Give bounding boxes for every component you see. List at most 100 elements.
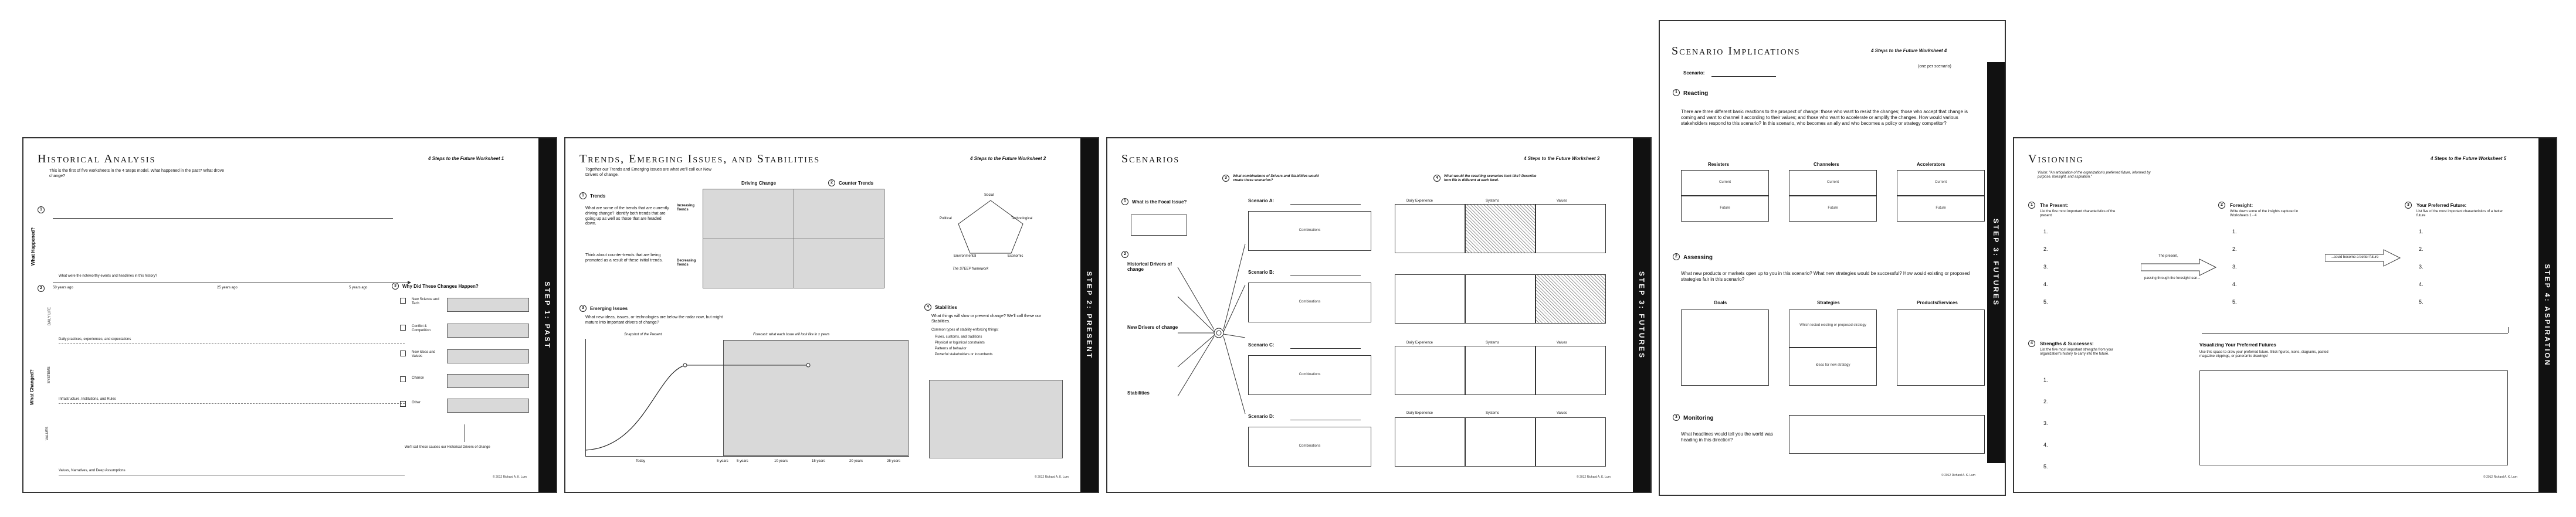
ws4-goals-field[interactable] [1681,309,1769,386]
ws5-strengths-2[interactable]: 2. [2043,399,2048,404]
ws5-preferred-3[interactable]: 3. [2419,264,2424,270]
ws5-present-4[interactable]: 4. [2043,281,2048,287]
ws3-b-systems[interactable] [1465,274,1536,324]
ws3-focal-label: What is the Focal Issue? [1132,199,1187,205]
ws3-d-values[interactable] [1536,417,1606,467]
ws3-d-daily[interactable] [1395,417,1465,467]
ws4-accelerators-future[interactable] [1897,196,1985,222]
ws3-c-values[interactable] [1536,346,1606,395]
ws3-a-daily[interactable] [1395,204,1465,253]
ws3-combos-d[interactable] [1248,427,1371,467]
ws3-combos-c[interactable] [1248,355,1371,395]
ws4-subtitle: 4 Steps to the Future Worksheet 4 [1871,48,1947,53]
ws5-foresight-list[interactable]: 1. 2. 3. 4. 5. [2232,223,2237,311]
ws5-foresight-3[interactable]: 3. [2232,264,2237,270]
ws4-strategies-existing[interactable] [1789,309,1877,348]
ws5-foresight-2[interactable]: 2. [2232,246,2237,252]
ws4-strategies-new[interactable] [1789,348,1877,386]
ws4-reacting-text: There are three different basic reaction… [1681,109,1968,126]
ws3-combos-a[interactable] [1248,211,1371,251]
ws5-foresight-4[interactable]: 4. [2232,281,2237,287]
ws4-monitoring-field[interactable] [1789,415,1985,454]
ws4-resisters-current[interactable] [1681,170,1769,196]
ws5-strengths-4[interactable]: 4. [2043,442,2048,448]
ws1-driver-checkbox-2[interactable] [400,351,406,356]
ws5-preferred-2[interactable]: 2. [2419,246,2424,252]
ws4-strategies-existing-label: Which tested existing or proposed strate… [1799,324,1866,327]
ws1-driver-checkbox-0[interactable] [400,298,406,304]
ws3-stabilities: Stabilities [1127,390,1150,396]
ws5-foresight-5[interactable]: 5. [2232,299,2237,305]
ws3-c-systems[interactable] [1465,346,1536,395]
ws2-stabilities-field[interactable] [929,380,1063,458]
ws1-driver-checkbox-3[interactable] [400,376,406,382]
ws4-scenario-line[interactable] [1711,76,1776,77]
ws1-step-label: STEP 1: PAST [543,281,551,349]
ws4-assessing-text: What new products or markets open up to … [1681,271,1970,282]
ws4-goals: Goals [1714,300,1727,305]
ws3-b-values[interactable] [1536,274,1606,324]
ws2-driving-change: Driving Change [741,181,777,186]
ws5-drawing-area[interactable] [2199,370,2508,465]
ws2-x-today: Today [636,460,646,463]
ws5-present-5[interactable]: 5. [2043,299,2048,305]
ws3-d-systems[interactable] [1465,417,1536,467]
ws3-a-systems[interactable] [1465,204,1536,253]
ws1-driver-field-1[interactable] [447,324,529,338]
ws1-driver-field-2[interactable] [447,349,529,363]
ws2-stabilities-label: Stabilities [935,305,957,310]
ws3-a-values[interactable] [1536,204,1606,253]
ws1-subtitle: 4 Steps to the Future Worksheet 1 [428,156,504,161]
ws2-emerging-label: Emerging Issues [590,306,628,311]
ws5-foresight-q: Write down some of the insights captured… [2230,210,2299,218]
ws5-strengths-3[interactable]: 3. [2043,420,2048,426]
worksheet-3: Scenarios 4 Steps to the Future Workshee… [1106,137,1652,493]
ws5-preferred-list[interactable]: 1. 2. 3. 4. 5. [2419,223,2424,311]
ws4-channelers-future[interactable] [1789,196,1877,222]
ws4-monitoring-marker: 3 [1673,414,1680,421]
ws2-steep-social: Social [984,193,994,197]
ws5-present-2[interactable]: 2. [2043,246,2048,252]
ws5-title: Visioning [2028,152,2084,165]
ws1-driver-field-4[interactable] [447,399,529,413]
ws5-could-become: ...could become a better future [2331,256,2379,259]
ws2-intro: Together our Trends and Emerging Issues … [585,168,711,177]
ws1-timeline-1: 25 years ago [217,286,238,290]
ws3-combos-b[interactable] [1248,283,1371,322]
ws5-present-list[interactable]: 1. 2. 3. 4. 5. [2043,223,2048,311]
ws4-resisters-future-label: Future [1720,206,1730,210]
ws4-channelers-current[interactable] [1789,170,1877,196]
ws5-preferred-5[interactable]: 5. [2419,299,2424,305]
ws2-s-curve [585,363,811,451]
ws3-b-daily[interactable] [1395,274,1465,324]
ws4-products-field[interactable] [1897,309,1985,386]
ws3-focal-field[interactable] [1131,215,1187,236]
ws5-foresight-1[interactable]: 1. [2232,229,2237,234]
ws5-strengths-1[interactable]: 1. [2043,377,2048,383]
ws1-q2-label: What Changed? [29,369,35,405]
ws5-strengths-list[interactable]: 1. 2. 3. 4. 5. [2043,369,2048,478]
ws4-accelerators-current[interactable] [1897,170,1985,196]
ws2-steep-pentagon [958,200,1023,254]
ws3-focal-marker: 1 [1121,198,1128,205]
ws4-reacting: Reacting [1683,90,1709,97]
ws4-monitoring: Monitoring [1683,415,1714,421]
ws1-q3-label: Why Did These Changes Happen? [402,284,479,289]
ws4-resisters-future[interactable] [1681,196,1769,222]
ws2-emerging-marker: 3 [579,305,587,312]
ws5-strengths-5[interactable]: 5. [2043,464,2048,470]
ws1-driver-field-3[interactable] [447,374,529,388]
ws2-steep-pol: Political [940,217,952,220]
ws5-preferred-1[interactable]: 1. [2419,229,2424,234]
ws1-driver-checkbox-4[interactable] [400,401,406,407]
ws1-driver-0: New Science and Tech [412,298,439,306]
ws5-present-1[interactable]: 1. [2043,229,2048,234]
ws2-trends-q2: Think about counter-trends that are bein… [585,253,663,263]
ws2-forecast-area[interactable] [723,340,909,456]
ws1-driver-checkbox-1[interactable] [400,325,406,331]
ws5-present-3[interactable]: 3. [2043,264,2048,270]
ws5-preferred-4[interactable]: 4. [2419,281,2424,287]
ws2-step-band: STEP 2: PRESENT [1080,138,1098,492]
ws1-driver-field-0[interactable] [447,298,529,312]
ws3-c-daily[interactable] [1395,346,1465,395]
